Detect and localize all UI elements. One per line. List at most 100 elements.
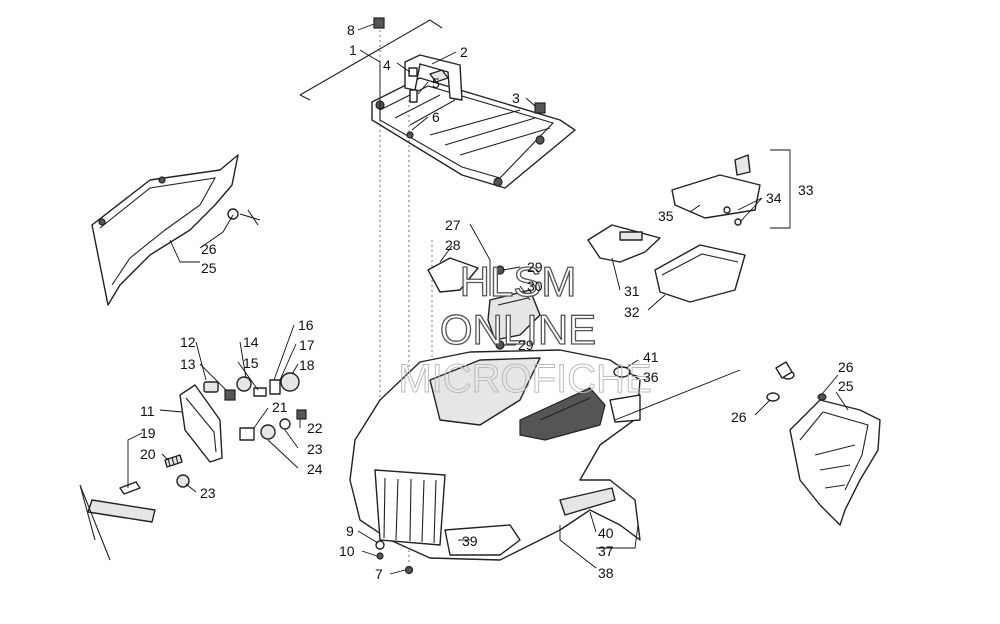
rack-crossbars <box>394 94 551 156</box>
callout-15: 15 <box>243 355 259 371</box>
callout-29-upper: 29 <box>527 259 543 275</box>
lid-latch-icon <box>734 154 751 176</box>
callout-8: 8 <box>347 22 355 38</box>
leader-2 <box>431 51 457 65</box>
headlight-lens-39 <box>444 524 521 556</box>
fender-side-bracket <box>609 394 641 423</box>
right-side-panel-edge <box>799 411 869 491</box>
leader-35 <box>689 204 701 213</box>
leader-32 <box>647 294 666 311</box>
bracket-33 <box>770 149 791 229</box>
watermark-line3: MICROFICHE <box>398 357 651 401</box>
callout-30: 30 <box>527 278 543 294</box>
spacer-15-icon <box>253 387 267 397</box>
callout-40: 40 <box>598 525 614 541</box>
liner-27 <box>427 257 479 293</box>
callout-28: 28 <box>445 237 461 253</box>
lid-pin-icon <box>723 206 731 214</box>
bolt-8-icon <box>373 17 385 29</box>
leader-15 <box>237 361 259 391</box>
callout-23-upper: 23 <box>307 441 323 457</box>
callout-2: 2 <box>460 44 468 60</box>
leader-fender-mount <box>614 369 741 421</box>
callout-4: 4 <box>383 57 391 73</box>
leader-29-upper <box>502 266 521 271</box>
liner-bracket-30 <box>487 289 541 341</box>
leader-28 <box>439 245 453 263</box>
hood-storage-lid <box>429 357 541 426</box>
leader-23-lower <box>185 483 197 493</box>
nut-10-icon <box>376 552 384 560</box>
leader-37 <box>596 524 639 549</box>
screw-7-icon <box>404 565 414 575</box>
socket-13-icon <box>224 389 236 401</box>
washer-5-icon <box>409 89 418 103</box>
washer-24-icon <box>260 424 276 440</box>
callout-6: 6 <box>432 109 440 125</box>
frame-partial-outline <box>79 484 111 561</box>
callout-39: 39 <box>462 533 478 549</box>
rack-mount-point <box>406 131 414 139</box>
callout-24: 24 <box>307 461 323 477</box>
leader-25-left <box>169 239 200 263</box>
callout-35: 35 <box>658 208 674 224</box>
leader-20 <box>161 453 169 461</box>
right-panel-ribs <box>814 444 856 489</box>
callout-34: 34 <box>766 190 782 206</box>
callout-17: 17 <box>299 337 315 353</box>
leader-23-upper <box>284 429 299 449</box>
storage-bin-32 <box>654 244 746 303</box>
callout-26-right-lower: 26 <box>731 409 747 425</box>
clamp-icon <box>429 69 449 83</box>
leader-8 <box>357 23 375 31</box>
storage-assembly <box>587 149 791 303</box>
callout-10: 10 <box>339 543 355 559</box>
left-side-panel <box>91 154 261 306</box>
callout-5: 5 <box>432 75 440 91</box>
callout-25-right: 25 <box>838 378 854 394</box>
storage-bin-rim <box>661 253 739 276</box>
leader-38 <box>559 525 597 569</box>
bolt-4-icon <box>408 67 418 77</box>
storage-cover-label <box>619 231 643 241</box>
callout-20: 20 <box>140 446 156 462</box>
leader-3 <box>525 97 536 107</box>
callout-18: 18 <box>299 357 315 373</box>
storage-lid-34 <box>671 174 761 219</box>
leader-11 <box>159 409 183 413</box>
leader-9 <box>357 530 379 544</box>
headlight-lens-edge <box>185 397 217 453</box>
leader-26-right <box>821 374 839 395</box>
callout-25-left: 25 <box>201 260 217 276</box>
leader-17 <box>279 343 297 381</box>
decal-line <box>539 397 591 421</box>
grommet-mount-line <box>239 209 261 226</box>
front-body-panel <box>349 349 641 561</box>
leader-26-right-lower <box>754 399 771 416</box>
callout-41: 41 <box>643 349 659 365</box>
callout-26-right: 26 <box>838 359 854 375</box>
callout-1: 1 <box>349 42 357 58</box>
liner-bracket-edge <box>497 297 529 306</box>
watermark: HLSM ONLINE MICROFICHE <box>398 257 652 401</box>
callout-7: 7 <box>375 566 383 582</box>
storage-cover-31 <box>587 224 661 263</box>
leader-16 <box>273 324 295 381</box>
leader-25-right <box>835 391 849 411</box>
leader-12 <box>195 341 207 381</box>
callout-11: 11 <box>140 403 155 419</box>
right-side-panel <box>766 361 881 526</box>
left-panel-fastener <box>98 218 106 226</box>
leader-27 <box>469 223 491 296</box>
callout-labels: 8 1 2 4 5 3 6 26 25 12 13 14 15 16 17 18… <box>140 22 854 582</box>
leader-34 <box>737 197 763 223</box>
rack-bracket-line <box>299 19 443 96</box>
bushing-24-icon <box>239 427 255 441</box>
watermark-line2: ONLINE <box>440 306 596 353</box>
rack-frame <box>371 77 576 189</box>
leader-41 <box>625 359 639 369</box>
right-side-panel-body <box>789 399 881 526</box>
leader-13 <box>199 363 227 391</box>
callout-27: 27 <box>445 217 461 233</box>
callout-32: 32 <box>624 304 640 320</box>
